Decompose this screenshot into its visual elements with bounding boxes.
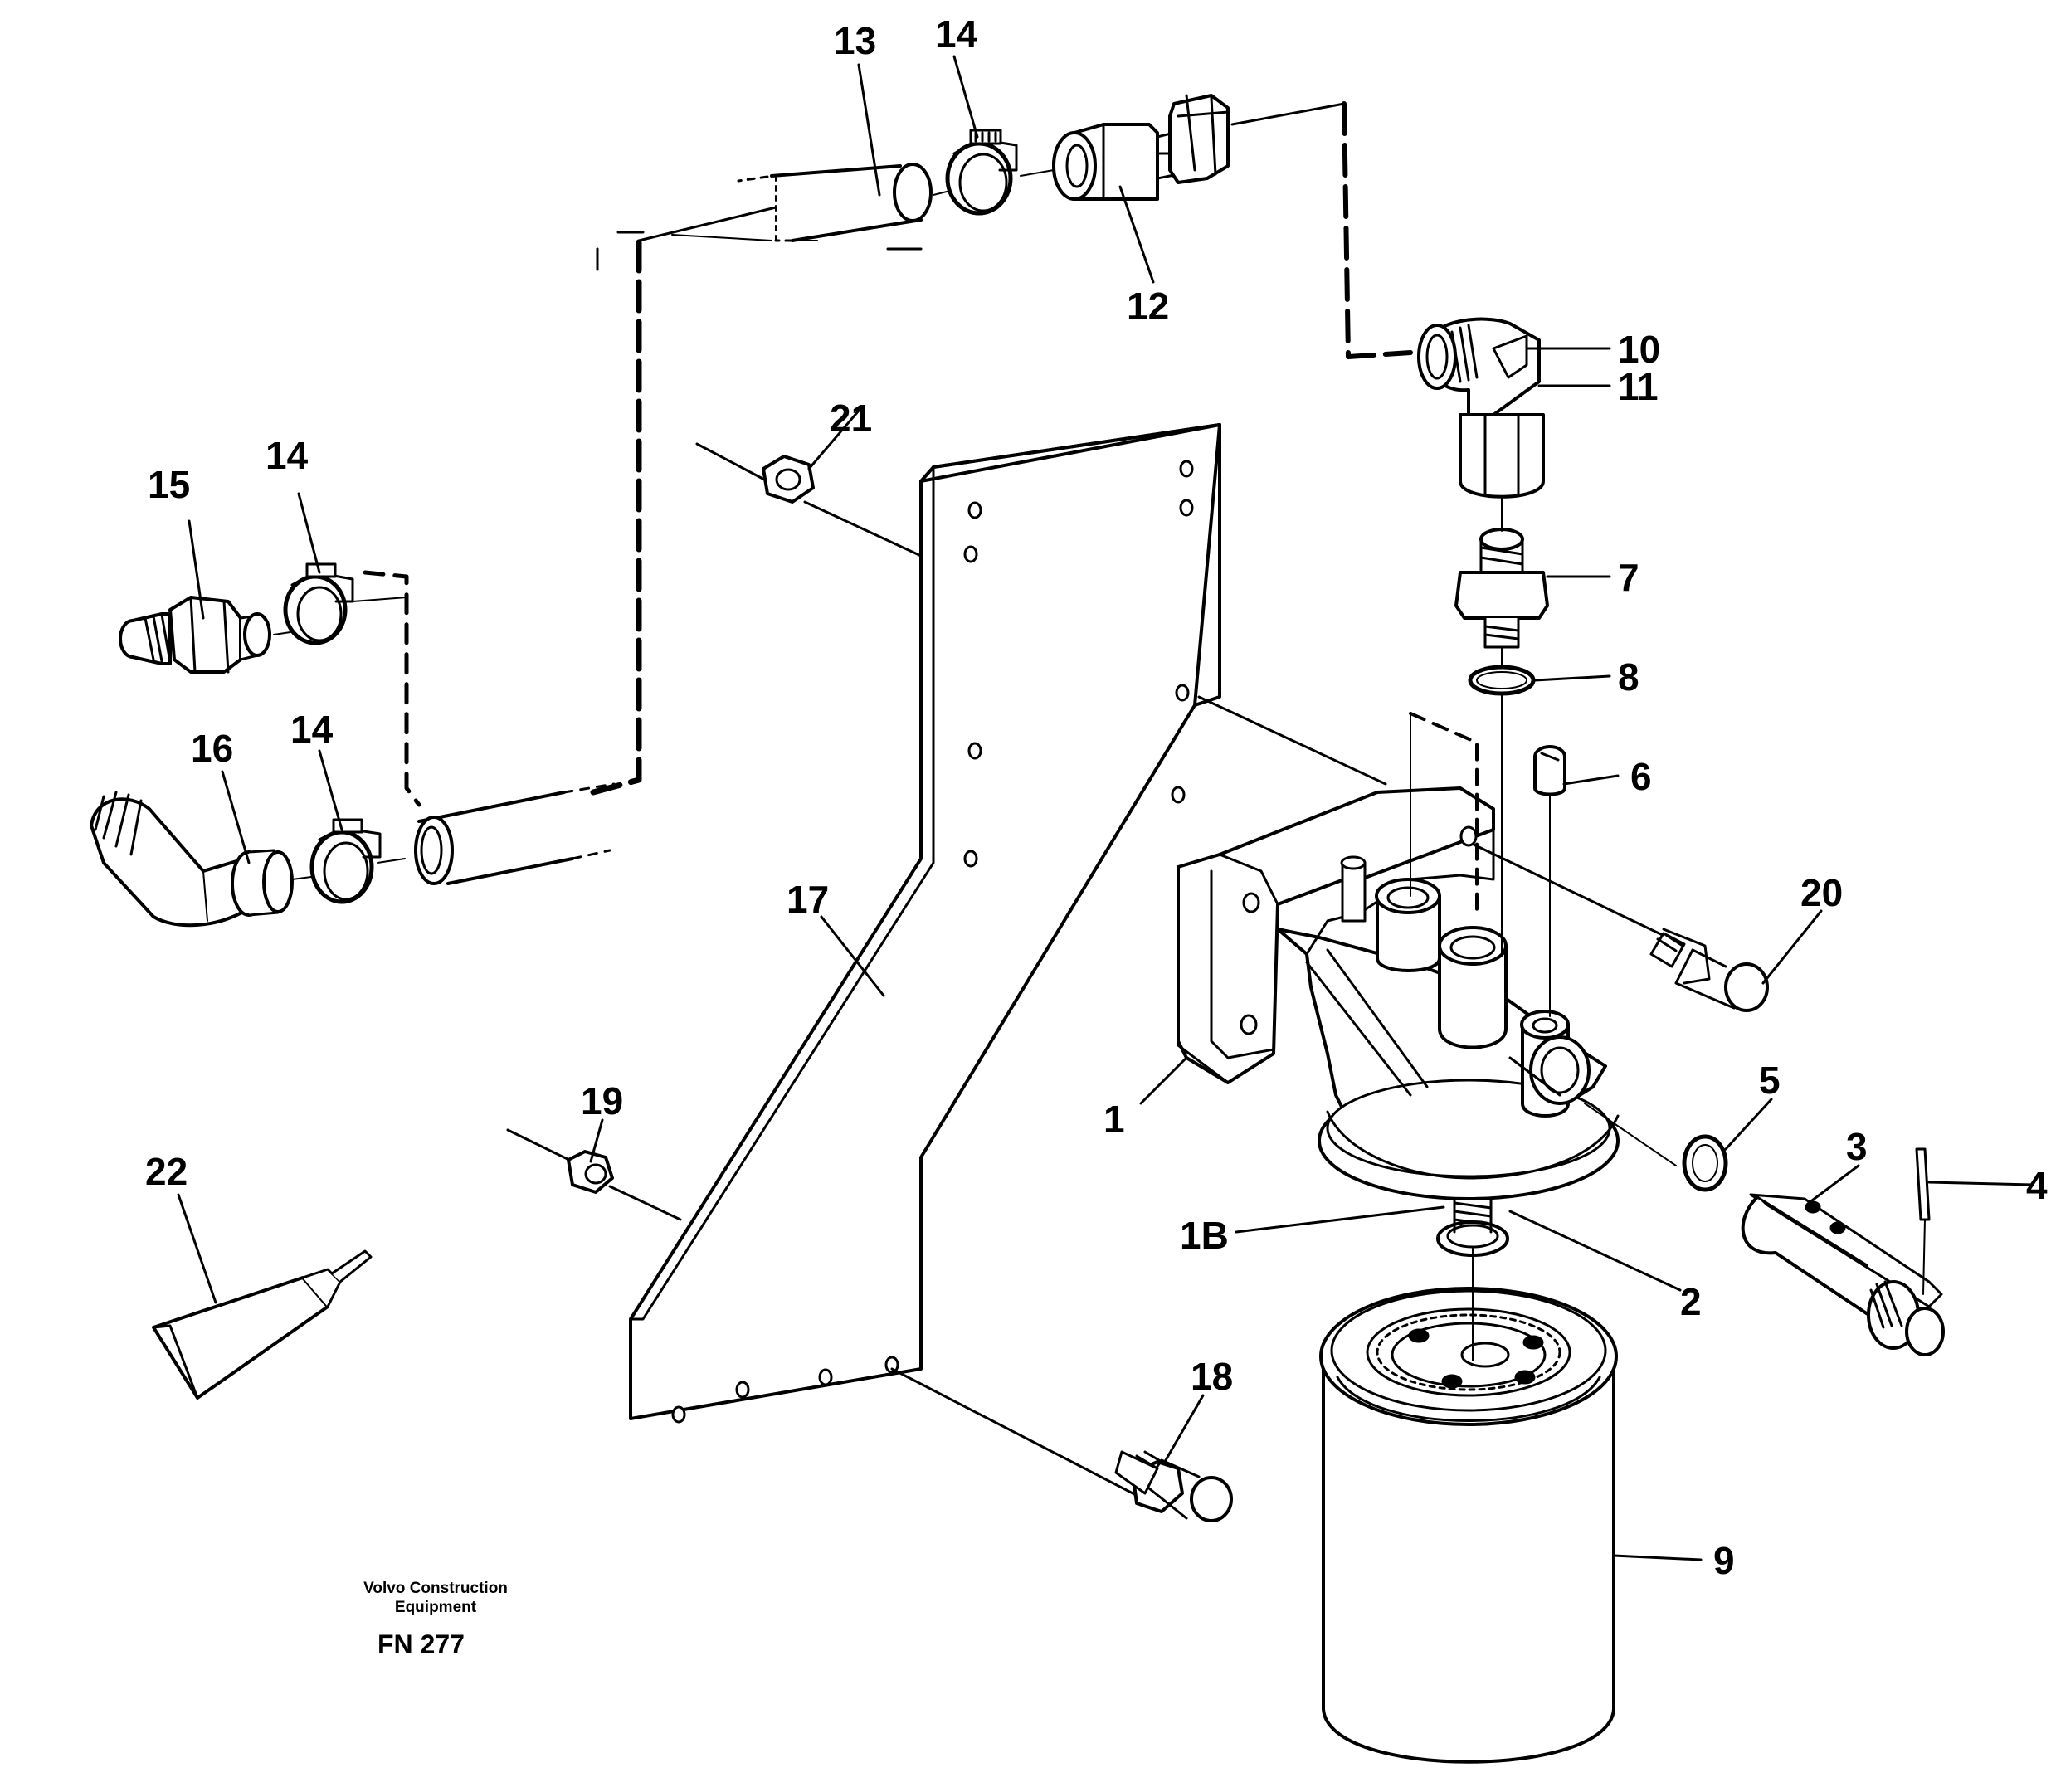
callout-18: 18 bbox=[1191, 1355, 1233, 1398]
screw bbox=[1533, 745, 1566, 1017]
drawing-caption: Volvo Construction Equipment FN 277 bbox=[363, 1580, 508, 1659]
callout-7: 7 bbox=[1618, 556, 1639, 599]
sealing-washer bbox=[1468, 665, 1536, 696]
callout-1: 1 bbox=[1103, 1098, 1125, 1141]
caption-company-line-1: Volvo Construction bbox=[363, 1580, 508, 1597]
callout-5: 5 bbox=[1759, 1059, 1781, 1102]
filter-head bbox=[1177, 786, 1620, 1200]
callout-4: 4 bbox=[2026, 1164, 2048, 1207]
hose-lower bbox=[414, 782, 616, 885]
callout-14-upper: 14 bbox=[935, 12, 978, 56]
leader-lines bbox=[177, 55, 2034, 1561]
valve-plug bbox=[1584, 1103, 1945, 1356]
callout-15: 15 bbox=[148, 463, 190, 506]
callout-labels: 13 14 12 10 11 21 14 15 7 8 14 16 6 20 1… bbox=[145, 12, 2048, 1582]
callout-20: 20 bbox=[1800, 871, 1843, 914]
callout-21: 21 bbox=[830, 397, 872, 440]
locking-pin bbox=[1915, 1147, 1931, 1295]
callout-9: 9 bbox=[1713, 1539, 1735, 1582]
callout-19: 19 bbox=[581, 1079, 623, 1122]
hose-elbow bbox=[90, 791, 312, 928]
hose-routing-lines bbox=[363, 101, 1479, 914]
callout-2: 2 bbox=[1680, 1280, 1702, 1323]
callout-6: 6 bbox=[1630, 755, 1652, 798]
stud-nipple bbox=[1436, 1197, 1509, 1361]
hose-clamp-upper bbox=[945, 129, 1055, 216]
callout-12: 12 bbox=[1127, 285, 1169, 328]
callout-10: 10 bbox=[1618, 328, 1660, 371]
callout-14-middle: 14 bbox=[266, 434, 309, 477]
callout-17: 17 bbox=[787, 878, 829, 921]
callout-3: 3 bbox=[1846, 1125, 1868, 1168]
elbow-union bbox=[1417, 317, 1545, 955]
hose-upper bbox=[737, 163, 951, 242]
callout-11: 11 bbox=[1618, 365, 1659, 408]
mounting-bracket-plate bbox=[629, 423, 1221, 1424]
hose-clamp-middle bbox=[283, 562, 407, 645]
hose-connector bbox=[119, 596, 291, 674]
sealant-tube bbox=[152, 1249, 373, 1400]
adapter-nipple bbox=[1454, 528, 1549, 669]
bolt-lower bbox=[890, 1367, 1233, 1522]
bolt-upper bbox=[1197, 695, 1769, 1012]
callout-8: 8 bbox=[1618, 655, 1639, 699]
nut-lower bbox=[506, 1128, 682, 1221]
hose-nipple-nut bbox=[1052, 94, 1230, 201]
caption-company-line-2: Equipment bbox=[395, 1599, 477, 1616]
callout-16: 16 bbox=[191, 727, 233, 770]
filter-cartridge bbox=[1319, 1287, 1618, 1764]
callout-22: 22 bbox=[145, 1150, 188, 1193]
figure-number: FN 277 bbox=[378, 1629, 465, 1659]
nut-upper bbox=[695, 442, 923, 558]
hose-clamp-lower bbox=[309, 818, 406, 904]
callout-14-lower: 14 bbox=[290, 708, 334, 751]
callout-1B: 1B bbox=[1180, 1214, 1229, 1257]
callout-13: 13 bbox=[834, 19, 876, 62]
